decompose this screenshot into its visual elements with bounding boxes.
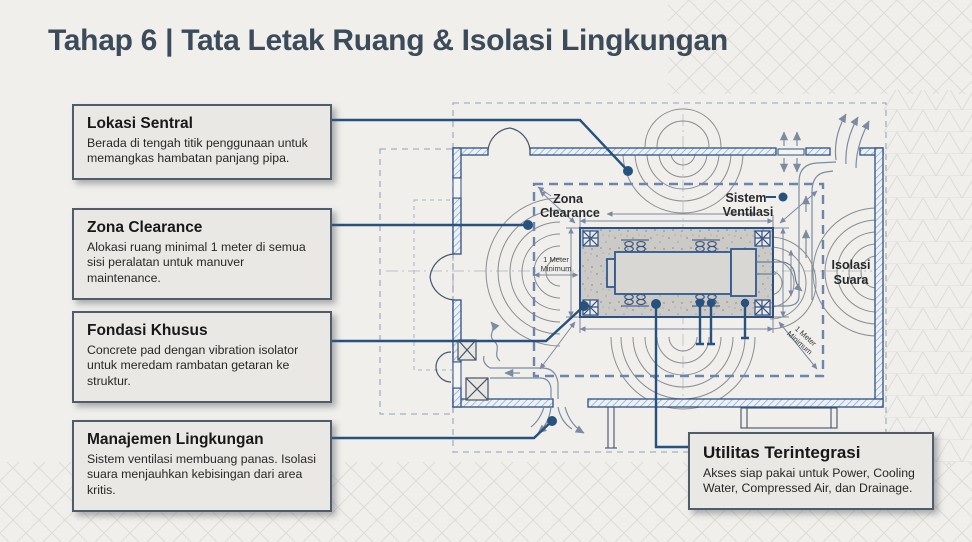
svg-text:Suara: Suara xyxy=(834,273,870,287)
svg-text:Clearance: Clearance xyxy=(540,206,600,220)
door-top-leaf-left xyxy=(487,127,511,151)
machine-left-stub xyxy=(606,258,616,288)
callout-body: Sistem ventilasi membuang panas. Isolasi… xyxy=(87,451,316,498)
window-left-upper xyxy=(452,177,462,199)
machine-main xyxy=(614,251,732,295)
callout-body: Alokasi ruang minimal 1 meter di semua s… xyxy=(87,239,306,286)
callout-title: Utilitas Terintegrasi xyxy=(703,443,861,462)
label-1-meter-minimum: 1 Meter xyxy=(543,255,569,264)
connector-fondasi-khusus xyxy=(331,305,585,343)
callout-lokasi-sentral: Lokasi Sentral Berada di tengah titik pe… xyxy=(72,104,332,181)
label-isolasi-suara: Isolasi xyxy=(832,258,871,272)
wall-top-c xyxy=(805,147,831,156)
utility-trench xyxy=(605,407,838,449)
callout-body: Concrete pad dengan vibration isolator u… xyxy=(87,342,299,389)
door-top-leaf-right xyxy=(509,127,531,151)
airflow-arrows-exhaust xyxy=(779,113,870,173)
door-left-lower-swing xyxy=(435,351,452,383)
dimension-lines xyxy=(533,186,794,333)
page-title: Tahap 6 | Tata Letak Ruang & Isolasi Lin… xyxy=(48,24,728,57)
label-sistem-ventilasi: Sistem xyxy=(726,191,767,205)
anchor-bolt-icon xyxy=(582,230,599,247)
callout-title: Manajemen Lingkungan xyxy=(87,431,264,448)
connector-utilitas xyxy=(654,304,688,449)
window-left-lower xyxy=(452,361,462,389)
building-outline-dashed xyxy=(379,102,887,453)
equipment-boxes xyxy=(457,339,489,401)
anchor-bolt-icon xyxy=(754,230,771,247)
callout-connectors xyxy=(331,118,749,449)
vent-louver xyxy=(777,148,805,156)
pattern-topright xyxy=(668,0,972,94)
sound-arcs-machine-right xyxy=(769,236,817,330)
label-1-meter-minimum-diagonal: 1 Meter Minimum xyxy=(785,324,818,356)
anchor-bolt-icons xyxy=(582,230,771,316)
ventilasi-pointer-dot xyxy=(778,192,788,202)
callout-utilitas-terintegrasi: Utilitas Terintegrasi Akses siap pakai u… xyxy=(688,432,934,510)
callout-title: Lokasi Sentral xyxy=(87,115,193,132)
connector-manajemen-lingkungan xyxy=(331,420,553,440)
bottom-duct xyxy=(483,321,585,434)
wall-openings xyxy=(452,148,805,389)
callout-body: Akses siap pakai untuk Power, Cooling Wa… xyxy=(703,465,915,496)
pattern-right xyxy=(884,90,972,465)
utility-stub-lines xyxy=(696,303,749,346)
callout-body: Berada di tengah titik penggunaan untuk … xyxy=(87,135,308,166)
wall-top-b xyxy=(529,147,777,156)
door-left-leaf-upper xyxy=(429,253,455,278)
anchor-bolt-icon xyxy=(754,299,771,316)
machine-right-block xyxy=(730,248,757,297)
equipment-x-box-icon xyxy=(465,377,489,401)
door-swing-icon xyxy=(429,127,531,383)
connector-lokasi-sentral xyxy=(331,118,629,172)
callout-zona-clearance: Zona Clearance Alokasi ruang minimal 1 m… xyxy=(72,208,332,300)
svg-text:Ventilasi: Ventilasi xyxy=(723,205,774,219)
door-left-leaf-lower xyxy=(429,276,455,301)
equipment-x-box-icon xyxy=(457,339,477,361)
connector-dots xyxy=(523,166,750,426)
wall-left-d xyxy=(452,387,462,408)
callout-title: Zona Clearance xyxy=(87,219,203,236)
callout-manajemen-lingkungan: Manajemen Lingkungan Sistem ventilasi me… xyxy=(72,420,332,512)
callout-title: Fondasi Khusus xyxy=(87,322,208,339)
sound-arcs-right-wall xyxy=(812,207,878,337)
svg-text:Minimum: Minimum xyxy=(541,264,572,273)
callout-fondasi-khusus: Fondasi Khusus Concrete pad dengan vibra… xyxy=(72,311,332,403)
label-zona-clearance: Zona xyxy=(553,192,584,206)
wall-bottom-b xyxy=(587,398,884,408)
machine-body xyxy=(606,248,757,297)
wall-left-a xyxy=(452,147,462,179)
ventilation-duct xyxy=(774,161,837,307)
wall-right xyxy=(874,147,884,408)
